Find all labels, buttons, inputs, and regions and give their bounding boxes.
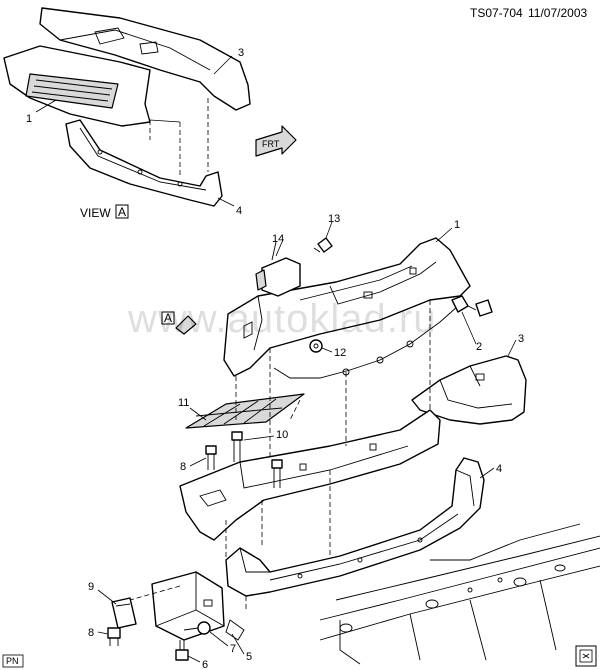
front-direction-marker: FRT <box>255 125 297 157</box>
bolt-8-upper <box>205 445 217 470</box>
view-a-fascia <box>39 7 251 111</box>
step-pad <box>185 393 305 429</box>
view-label: VIEW <box>80 206 111 220</box>
view-a-arrow: A <box>161 311 197 335</box>
retainer-12 <box>309 339 323 353</box>
callout-4-main: 4 <box>496 463 502 475</box>
bumper-fascia <box>411 355 527 425</box>
publisher-logo <box>575 645 597 667</box>
lamp-bulb <box>313 237 333 253</box>
callout-14: 14 <box>272 233 284 245</box>
drawing-date: 11/07/2003 <box>528 6 587 20</box>
callout-5: 5 <box>246 651 252 663</box>
callout-3-top: 3 <box>238 47 244 59</box>
corner-label: PN <box>6 656 19 666</box>
bumper-step-bar <box>179 409 441 541</box>
front-marker-text: FRT <box>262 139 280 149</box>
corner-label-box <box>2 654 24 668</box>
bolt-6 <box>175 640 189 661</box>
watermark: www.autoklad.ru <box>127 297 436 341</box>
bumper-reinforcement <box>225 457 485 597</box>
bolt-8-lower <box>107 627 121 646</box>
callout-1-main: 1 <box>454 219 460 231</box>
callout-12: 12 <box>334 347 346 359</box>
callout-13: 13 <box>328 213 340 225</box>
alignment-lines <box>129 300 431 612</box>
callout-10: 10 <box>276 429 288 441</box>
callout-11: 11 <box>178 397 189 409</box>
callout-1-top: 1 <box>26 113 32 125</box>
frame-rails <box>319 523 600 665</box>
bracket-9 <box>111 597 137 629</box>
license-lamp <box>255 241 301 297</box>
view-letter-box <box>115 204 129 219</box>
bolt-10 <box>231 431 283 488</box>
view-a-inset <box>3 7 251 207</box>
bolt-7 <box>183 621 211 635</box>
drawing-id: TS07-704 <box>470 6 523 20</box>
view-letter: A <box>118 205 126 219</box>
callout-9: 9 <box>88 581 94 593</box>
callout-8-lower: 8 <box>88 627 94 639</box>
callout-4-top: 4 <box>236 205 242 217</box>
callout-7: 7 <box>230 643 236 655</box>
callout-6: 6 <box>202 659 208 670</box>
wiring-harness <box>273 295 493 379</box>
callout-3-main: 3 <box>518 333 524 345</box>
callout-2: 2 <box>476 341 482 353</box>
bumper-face-bar <box>223 237 471 377</box>
callout-8-upper: 8 <box>180 461 186 473</box>
view-a-reinforcement <box>65 119 223 207</box>
view-arrow-letter: A <box>164 311 172 325</box>
